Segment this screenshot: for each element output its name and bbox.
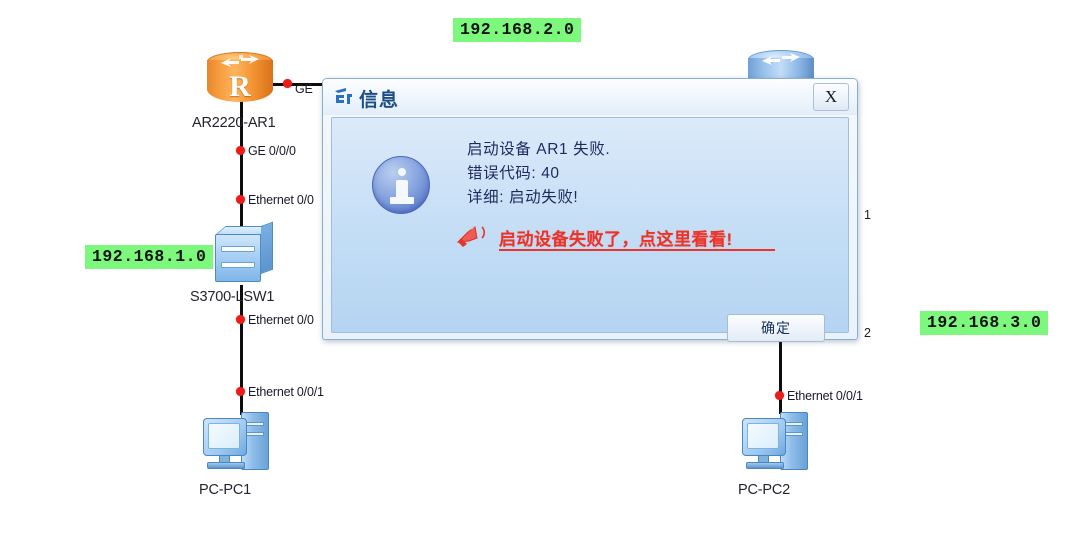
device-pc-pc2[interactable]	[742, 412, 814, 478]
pc1-slot-upper	[245, 422, 264, 426]
link-ar1-lsw1	[240, 100, 243, 240]
device-switch-lsw1[interactable]	[215, 221, 273, 282]
dialog-message-line-2: 错误代码: 40	[467, 165, 560, 182]
info-dialog[interactable]: 信息 X 启动设备 AR1 失败. 错误代码: 40 详细: 启动失败! 确定	[322, 78, 858, 342]
port-dot-ar1-ge-000[interactable]	[236, 146, 245, 155]
device-router-ar1[interactable]: R	[207, 52, 273, 108]
switch-arrow-upper-icon	[221, 246, 255, 252]
port-dot-ar1-ge-right[interactable]	[283, 79, 292, 88]
device-label-router-ar1: AR2220-AR1	[192, 115, 276, 131]
port-dot-lsw1-eth-bot[interactable]	[236, 315, 245, 324]
dialog-content: 启动设备 AR1 失败. 错误代码: 40 详细: 启动失败! 确定	[331, 117, 849, 342]
port-label-ar1-ge-000: GE 0/0/0	[248, 144, 296, 158]
close-icon[interactable]: X	[813, 83, 849, 111]
pc1-monitor	[203, 418, 247, 456]
annotation-text: 启动设备失败了，点这里看看!	[499, 230, 733, 249]
port-label-lsw1-eth-bottom: Ethernet 0/0	[248, 313, 314, 327]
dialog-title: 信息	[359, 90, 400, 111]
network-badge-192-168-3-0: 192.168.3.0	[920, 311, 1049, 335]
port-dot-pc2-eth[interactable]	[775, 391, 784, 400]
port-label-peek-upper: 1	[864, 208, 871, 222]
network-badge-192-168-1-0: 192.168.1.0	[85, 245, 214, 269]
network-badge-192-168-2-0: 192.168.2.0	[453, 18, 582, 42]
router-arrows-icon	[217, 54, 263, 69]
pc2-slot-lower	[784, 432, 803, 436]
info-icon-foot	[390, 197, 414, 204]
switch-front-face	[215, 234, 261, 282]
megaphone-icon	[455, 223, 495, 251]
annotation-underline	[499, 249, 775, 251]
pc1-slot-lower	[245, 432, 264, 436]
port-label-pc2-eth: Ethernet 0/0/1	[787, 389, 863, 403]
annotation-callout: 启动设备失败了，点这里看看!	[455, 225, 785, 253]
port-dot-pc1-eth[interactable]	[236, 387, 245, 396]
dialog-message-line-1: 启动设备 AR1 失败.	[467, 141, 611, 158]
switch-side-face	[261, 221, 273, 274]
pc2-slot-upper	[784, 422, 803, 426]
router2-arrows-icon	[758, 52, 804, 67]
router-body	[207, 60, 273, 102]
port-label-peek-lower: 2	[864, 326, 871, 340]
port-label-pc1-eth: Ethernet 0/0/1	[248, 385, 324, 399]
confirm-button[interactable]: 确定	[727, 314, 825, 342]
dialog-titlebar[interactable]: 信息 X	[323, 79, 857, 115]
device-label-switch-lsw1: S3700-LSW1	[190, 289, 275, 305]
pc1-monitor-base	[207, 462, 245, 469]
info-icon	[372, 156, 430, 214]
dialog-message: 启动设备 AR1 失败. 错误代码: 40 详细: 启动失败!	[467, 138, 610, 210]
port-dot-lsw1-eth-top[interactable]	[236, 195, 245, 204]
pc2-monitor	[742, 418, 786, 456]
port-label-lsw1-eth-top: Ethernet 0/0	[248, 193, 314, 207]
ensp-logo-icon	[333, 86, 355, 108]
dialog-message-line-3: 详细: 启动失败!	[467, 189, 579, 206]
device-label-pc-pc2: PC-PC2	[738, 482, 790, 498]
link-lsw1-pc1	[240, 285, 243, 415]
switch-arrow-lower-icon	[221, 262, 255, 268]
pc2-monitor-base	[746, 462, 784, 469]
device-label-pc-pc1: PC-PC1	[199, 482, 251, 498]
device-pc-pc1[interactable]	[203, 412, 275, 478]
router-glyph: R	[229, 70, 251, 103]
port-label-ar1-ge-right: GE	[295, 82, 313, 96]
info-icon-dot	[398, 168, 406, 176]
